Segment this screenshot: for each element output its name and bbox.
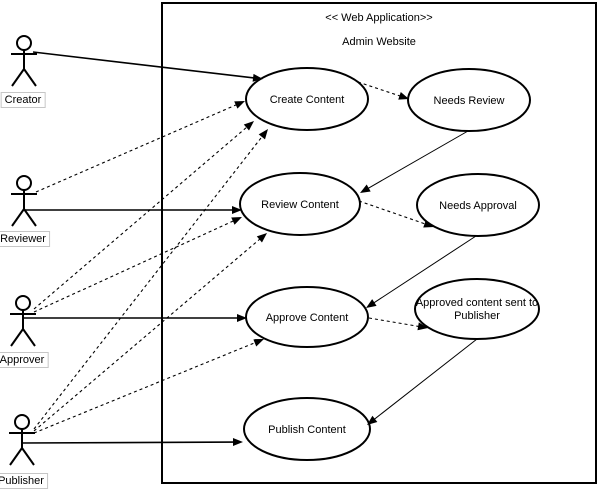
arrowhead bbox=[360, 184, 371, 193]
arrowhead bbox=[417, 322, 428, 331]
system-name-title: Admin Website bbox=[342, 36, 416, 48]
edge-line bbox=[372, 338, 478, 422]
edge-line bbox=[33, 134, 265, 430]
actor-head bbox=[16, 175, 32, 191]
actor-label-publisher: Publisher bbox=[0, 473, 48, 489]
arrowhead bbox=[423, 219, 434, 228]
arrowhead bbox=[232, 206, 242, 214]
edge-needs_review-to-review bbox=[360, 130, 469, 193]
use-case-review: Review Content bbox=[239, 172, 361, 236]
edge-publisher-to-publish bbox=[21, 438, 243, 447]
use-case-label: Publish Content bbox=[268, 424, 346, 436]
use-case-label: Needs Review bbox=[434, 95, 505, 107]
system-stereotype-title: << Web Application>> bbox=[325, 12, 433, 24]
actor-label-approver: Approver bbox=[0, 352, 49, 368]
edge-line bbox=[365, 130, 469, 190]
edge-line bbox=[32, 51, 257, 79]
use-case-ellipse bbox=[243, 397, 371, 461]
actor-leg-left bbox=[9, 447, 23, 466]
edge-approved_sent-to-publish bbox=[367, 338, 478, 425]
use-case-ellipse bbox=[407, 68, 531, 132]
actor-leg-right bbox=[22, 328, 36, 347]
arrowhead bbox=[366, 299, 377, 308]
actor-reviewer bbox=[11, 175, 37, 227]
use-case-ellipse bbox=[414, 278, 540, 340]
actor-head bbox=[15, 295, 31, 311]
actor-leg-left bbox=[11, 68, 25, 87]
edge-reviewer-to-review bbox=[24, 206, 242, 214]
actor-head bbox=[16, 35, 32, 51]
arrowhead bbox=[398, 92, 409, 100]
use-case-label: Approve Content bbox=[266, 312, 349, 324]
arrowhead bbox=[256, 233, 267, 243]
actor-leg-right bbox=[23, 208, 37, 227]
edge-needs_approval-to-approve bbox=[366, 235, 477, 308]
arrowhead bbox=[258, 129, 268, 140]
use-case-ellipse bbox=[245, 67, 369, 131]
use-case-ellipse bbox=[416, 173, 540, 237]
edge-line bbox=[33, 219, 236, 313]
use-case-label: Review Content bbox=[261, 199, 339, 211]
edge-approver-to-create bbox=[33, 121, 254, 310]
edge-approve-to-approved_sent bbox=[368, 317, 428, 331]
use-case-create: Create Content bbox=[245, 67, 369, 131]
arrowhead bbox=[231, 217, 242, 225]
edge-line bbox=[33, 341, 258, 434]
arrowhead bbox=[243, 121, 254, 131]
use-case-ellipse bbox=[245, 286, 369, 348]
edge-reviewer-to-create bbox=[35, 101, 245, 193]
arrowhead bbox=[234, 101, 245, 109]
edge-creator-to-create bbox=[32, 51, 263, 82]
use-case-ellipse bbox=[239, 172, 361, 236]
use-case-needs_approval: Needs Approval bbox=[416, 173, 540, 237]
edge-line bbox=[368, 317, 422, 328]
arrowhead bbox=[367, 415, 378, 425]
edge-line bbox=[371, 235, 477, 305]
edge-create-to-needs_review bbox=[357, 81, 409, 100]
arrowhead bbox=[252, 73, 263, 82]
arrowhead bbox=[237, 314, 247, 322]
arrowhead bbox=[232, 438, 243, 447]
actor-head bbox=[14, 414, 30, 430]
actor-leg-left bbox=[10, 328, 24, 347]
actor-creator bbox=[11, 35, 37, 87]
edge-approver-to-approve bbox=[23, 314, 247, 322]
edge-review-to-needs_approval bbox=[358, 200, 434, 228]
edge-line bbox=[33, 125, 250, 310]
edge-line bbox=[358, 200, 428, 226]
actor-leg-right bbox=[21, 447, 35, 466]
use-case-approve: Approve Content bbox=[245, 286, 369, 348]
actor-label-creator: Creator bbox=[0, 92, 46, 108]
use-case-label: Needs Approval bbox=[439, 200, 517, 212]
edge-line bbox=[21, 441, 237, 444]
actor-approver bbox=[10, 295, 36, 347]
edge-line bbox=[33, 237, 263, 432]
actor-publisher bbox=[9, 414, 35, 466]
edge-publisher-to-create bbox=[33, 129, 268, 430]
use-case-label: Create Content bbox=[270, 94, 345, 106]
edge-line bbox=[357, 81, 403, 98]
use-case-needs_review: Needs Review bbox=[407, 68, 531, 132]
actor-leg-left bbox=[11, 208, 25, 227]
edge-approver-to-review bbox=[33, 217, 242, 313]
edge-line bbox=[35, 103, 239, 193]
system-boundary bbox=[161, 2, 597, 484]
edge-publisher-to-approve bbox=[33, 339, 264, 434]
actor-label-reviewer: Reviewer bbox=[0, 231, 50, 247]
edge-publisher-to-review bbox=[33, 233, 267, 432]
actor-leg-right bbox=[23, 68, 37, 87]
arrowhead bbox=[253, 339, 264, 347]
use-case-publish: Publish Content bbox=[243, 397, 371, 461]
